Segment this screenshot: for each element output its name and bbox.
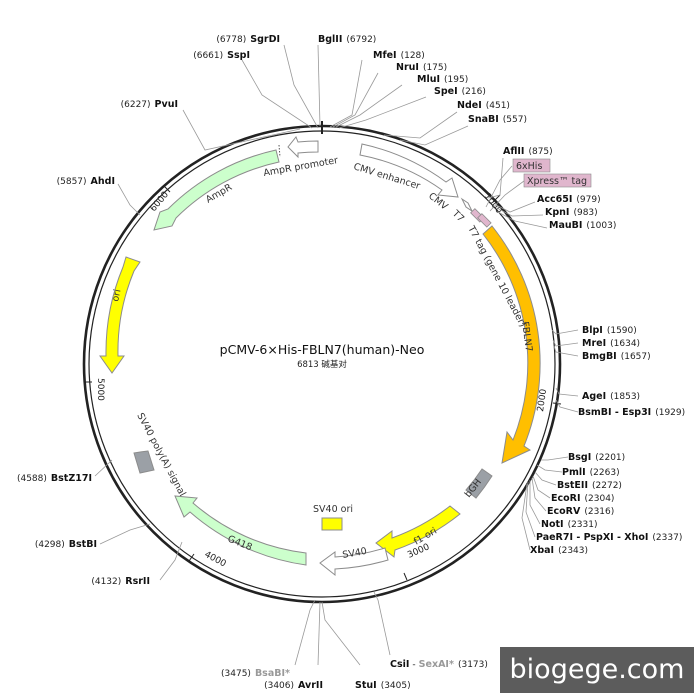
tag-callout-leader-2 [489, 180, 525, 212]
site-ahdi: (5857)AhdI [57, 176, 115, 187]
site-kpni: KpnI(983) [545, 207, 598, 218]
sv40-ori-label: SV40 ori [313, 504, 353, 515]
site-bstz17i: (4588)BstZ17I [17, 473, 92, 484]
fbln7-arrow [482, 225, 541, 464]
watermark-box: biogege.com [500, 647, 694, 693]
xpress-tag-label: Xpress™ tag [527, 176, 587, 187]
ampr-promoter-dots [278, 144, 281, 158]
site-stui: StuI(3405) [355, 680, 411, 691]
g418-arrow [174, 495, 307, 566]
tick-label-5000: 5000 [95, 378, 105, 401]
ori-arrow [99, 256, 141, 374]
site-snabi: SnaBI(557) [468, 114, 527, 125]
ampr-promoter-arrow [287, 136, 319, 159]
site-spei: SpeI(216) [434, 86, 486, 97]
xpress-tag-callout [523, 173, 592, 188]
ruler [84, 185, 562, 581]
his-tag-label: 6xHis [516, 161, 542, 172]
site-bstbi: (4298)BstBI [35, 539, 97, 550]
site-avrii: (3406)AvrII [264, 680, 323, 691]
site-sgrdi: (6778)SgrDI [216, 34, 280, 45]
site-agei: AgeI(1853) [582, 391, 640, 402]
tick-label-2000: 2000 [536, 388, 549, 412]
watermark-text: biogege.com [509, 654, 685, 685]
site-bsmbi-esp3i: BsmBI - Esp3I(1929) [578, 407, 685, 418]
site-bsteii: BstEII(2272) [557, 480, 622, 491]
g418-label: G418 [226, 534, 254, 554]
ori-label: ori [110, 288, 123, 302]
site-pvui: (6227)PvuI [121, 99, 178, 110]
site-bsgi: BsgI(2201) [568, 452, 625, 463]
site-noti: NotI(2331) [541, 519, 598, 530]
site-pmli: PmlI(2263) [562, 467, 620, 478]
sv40-label: SV40 [342, 546, 368, 561]
site-bsabi: (3475)BsaBI* [221, 668, 290, 679]
site-bglii: BglII(6792) [318, 34, 376, 45]
site-leaders [94, 44, 579, 666]
site-ecori: EcoRI(2304) [551, 493, 614, 504]
site-rsrii: (4132)RsrII [91, 576, 150, 587]
sv40-polya-block [133, 450, 155, 474]
site-bmgbi: BmgBI(1657) [582, 351, 651, 362]
t7-promoter-arrow [460, 197, 474, 213]
xpress-tag-block [477, 213, 492, 228]
site-ndei: NdeI(451) [457, 100, 510, 111]
site-acc65i: Acc65I(979) [537, 194, 601, 205]
ampr-arrow [153, 149, 280, 231]
bgh-block [465, 468, 493, 499]
site-nrui: NruI(175) [396, 62, 447, 73]
f1-ori-arrow [375, 505, 461, 558]
cmv-enhancer-arrow [359, 143, 459, 198]
plasmid-size: 6813 碱基对 [297, 359, 347, 370]
plasmid-name: pCMV-6×His-FBLN7(human)-Neo [220, 342, 425, 357]
t7-label: T7 [449, 208, 466, 225]
site-csii-sexai: CsiI-SexAI*(3173) [390, 659, 488, 670]
site-xbai: XbaI(2343) [530, 545, 588, 556]
site-aflii: AflII(875) [503, 146, 553, 157]
fbln7-label: FBLN7 [519, 321, 534, 353]
site-sspi: (6661)SspI [193, 50, 250, 61]
site-mlui: MluI(195) [417, 74, 468, 85]
sv40-ori-block [321, 517, 343, 531]
site-ecorv: EcoRV(2316) [547, 506, 614, 517]
sv40-promoter-arrow [319, 547, 389, 577]
his-tag-callout [512, 158, 551, 173]
site-blpi: BlpI(1590) [582, 325, 637, 336]
site-mfei: MfeI(128) [373, 50, 425, 61]
site-mrei: MreI(1634) [582, 338, 640, 349]
site-maubi: MauBI(1003) [549, 220, 616, 231]
tag-callout-leader [485, 165, 513, 208]
tick-label-1000: 1000 [482, 192, 504, 216]
site-paer7i-pspxi-xhoi: PaeR7I - PspXI - XhoI(2337) [536, 532, 682, 543]
